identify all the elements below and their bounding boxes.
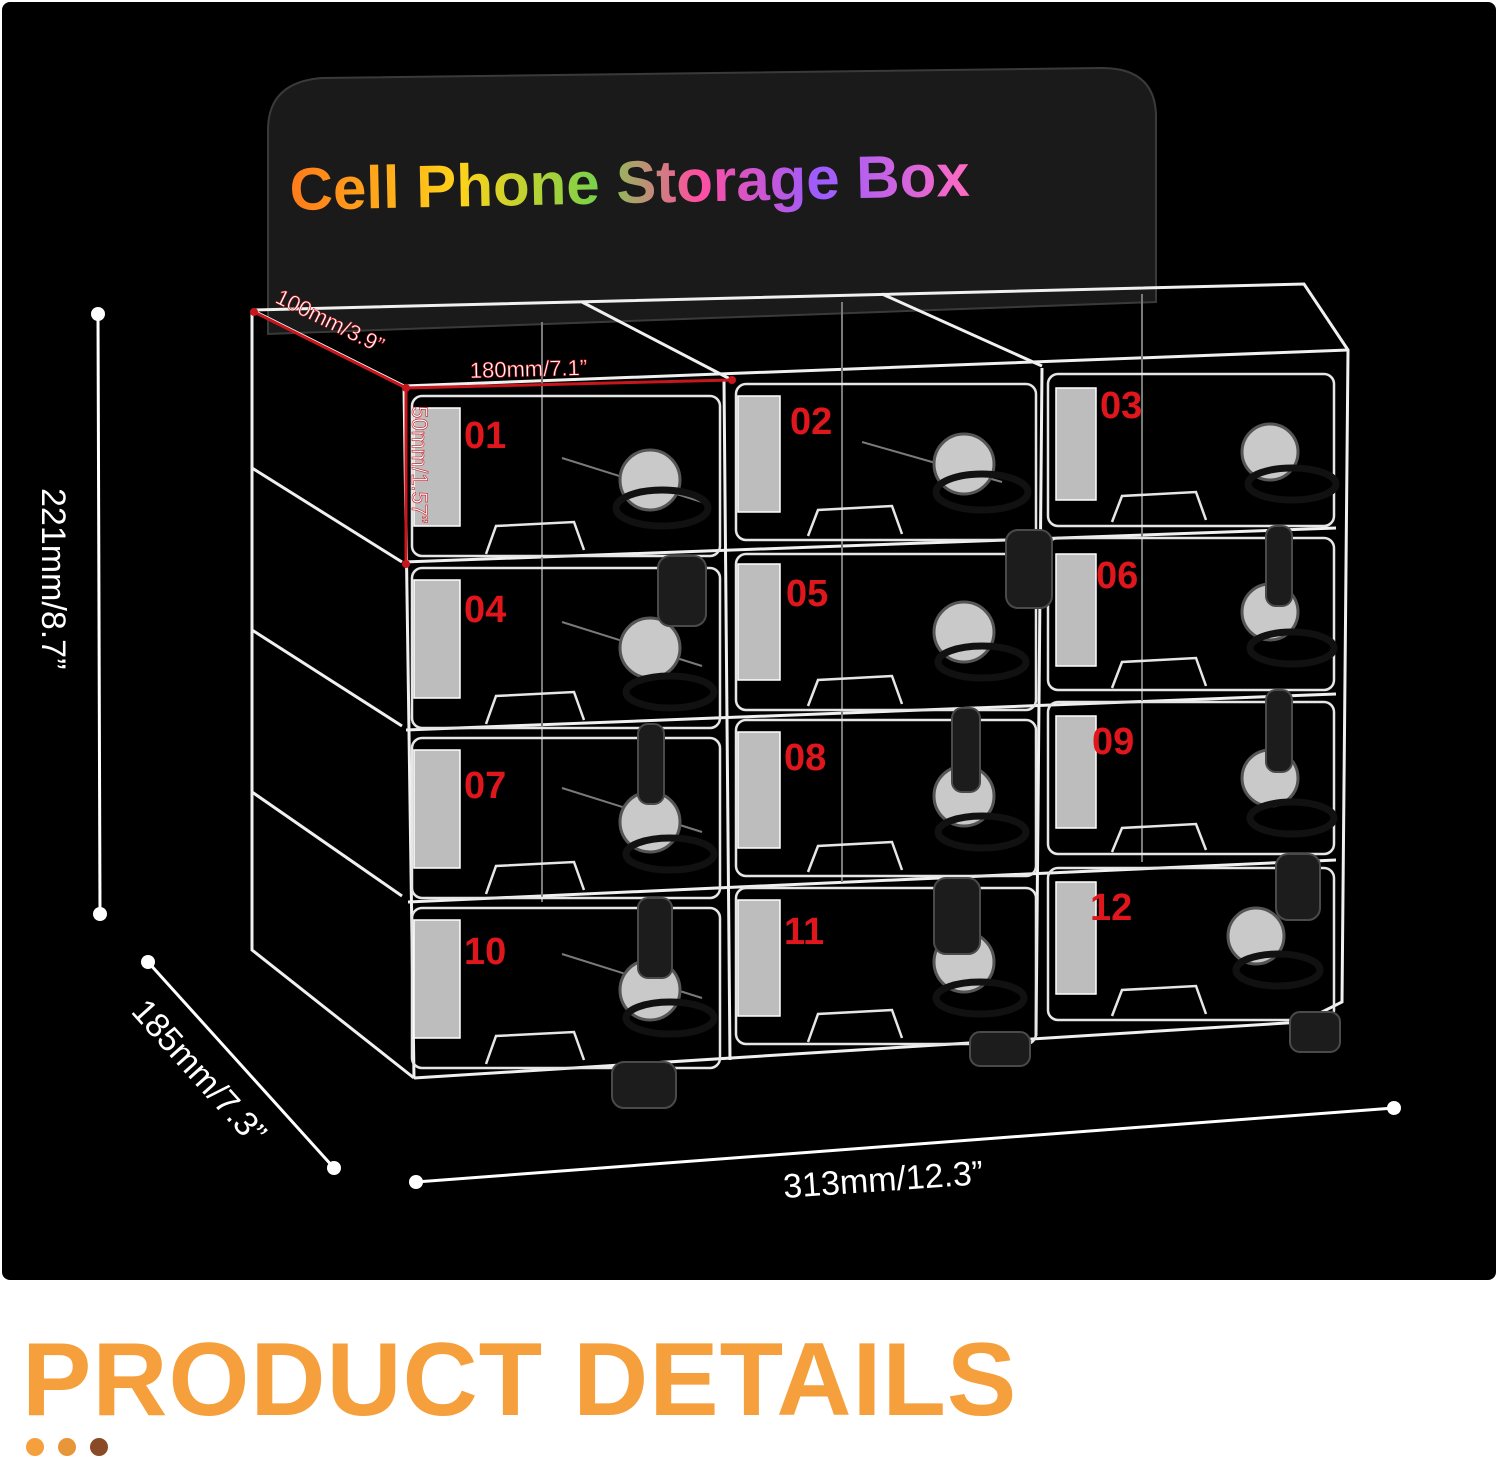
- compartment-number: 07: [464, 765, 506, 807]
- compartment-doors: [410, 372, 1336, 1070]
- hinges: [413, 387, 1097, 1039]
- compartment-number: 09: [1092, 721, 1134, 763]
- compartment-number: 04: [464, 589, 506, 631]
- keys: [611, 525, 1341, 1109]
- sign-board: [267, 66, 1157, 336]
- dot-icon: [90, 1438, 108, 1456]
- compartment-width-label: 180mm/7.1”: [469, 355, 587, 383]
- compartment-number: 10: [464, 931, 506, 973]
- depth-dimension-label: 185mm/7.3”: [124, 992, 274, 1152]
- dot-icon: [58, 1438, 76, 1456]
- compartment-number: 11: [784, 911, 824, 953]
- dot-icon: [26, 1438, 44, 1456]
- sign-title: Cell Phone Storage Box: [289, 142, 970, 223]
- key-rings: [612, 464, 1340, 1038]
- compartment-number: 03: [1100, 385, 1142, 427]
- compartment-numbers: 01 02 03 04 05 06 07 08 09 10 11 12: [464, 385, 1142, 973]
- storage-box-illustration: Cell Phone Storage Box: [34, 66, 1401, 1206]
- compartment-number: 06: [1096, 555, 1138, 597]
- compartment-number: 05: [786, 573, 828, 615]
- compartment-number: 02: [790, 401, 832, 443]
- compartment-dimension-lines: [253, 310, 733, 564]
- product-photo: Cell Phone Storage Box: [2, 2, 1496, 1280]
- compartment-number: 08: [784, 737, 826, 779]
- width-dimension-label: 313mm/12.3”: [782, 1154, 984, 1206]
- compartment-number: 01: [464, 415, 506, 457]
- overall-dimension-lines: [96, 313, 1395, 1184]
- overall-dimension-dots: [91, 307, 1401, 1189]
- compartment-number: 12: [1090, 887, 1132, 929]
- section-title: PRODUCT DETAILS: [22, 1322, 1018, 1438]
- height-dimension-label: 221mm/8.7”: [34, 488, 72, 669]
- decorative-dots: [26, 1438, 108, 1456]
- dimension-dots: [250, 308, 736, 568]
- compartment-height-label: 50mm/1.57”: [407, 406, 432, 523]
